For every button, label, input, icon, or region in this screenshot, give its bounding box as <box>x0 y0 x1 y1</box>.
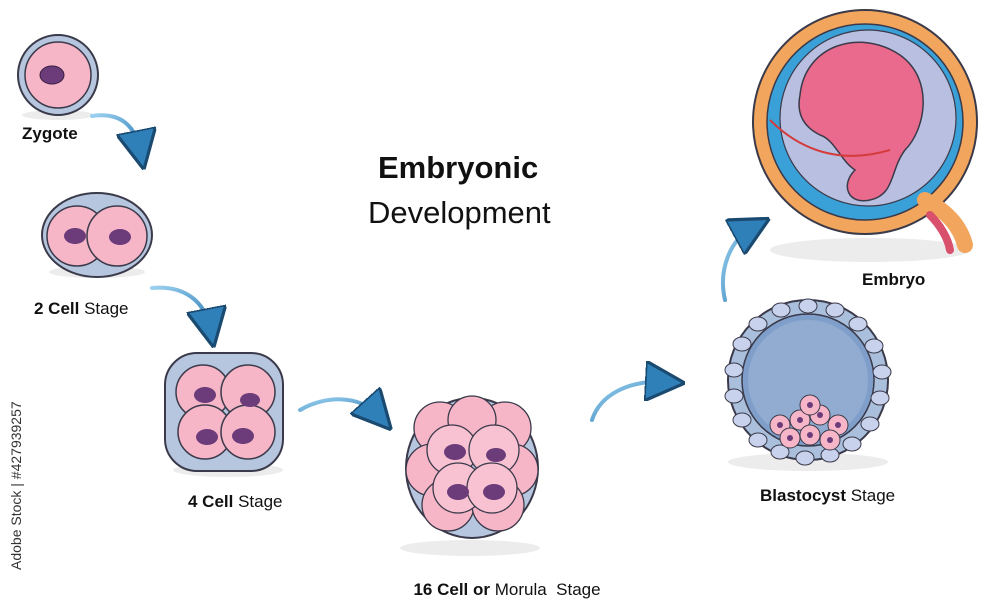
label-morula-light: Morula Stage <box>490 580 601 599</box>
two-cell-embryo <box>41 192 153 278</box>
label-blastocyst-bold: Blastocyst <box>760 486 846 505</box>
label-embryo-bold: Embryo <box>862 270 926 289</box>
label-zygote: Zygote <box>22 124 78 144</box>
blastocyst-embryo <box>724 298 892 471</box>
arrow-2cell-to-4cell <box>150 285 210 328</box>
label-zygote-bold: Zygote <box>22 124 78 143</box>
arrow-morula-to-blastocyst <box>590 382 665 422</box>
title-main: Embryonic <box>378 150 539 185</box>
zygote-cell <box>17 34 99 120</box>
progression-arrows <box>90 113 752 422</box>
label-four-cell-bold: 4 Cell <box>188 492 234 511</box>
label-blastocyst-light: Stage <box>845 486 896 505</box>
label-two-cell: 2 Cell Stage <box>34 299 129 319</box>
arrow-4cell-to-morula <box>298 399 378 415</box>
stock-watermark: Adobe Stock | #427939257 <box>8 401 24 570</box>
embryo-illustration <box>752 9 978 262</box>
label-two-cell-bold: 2 Cell <box>34 299 80 318</box>
title-sub: Development <box>368 195 551 230</box>
label-blastocyst: Blastocyst Stage <box>760 486 895 506</box>
four-cell-embryo <box>164 352 284 477</box>
label-two-cell-light: Stage <box>79 299 129 318</box>
arrow-zygote-to-2cell <box>90 113 140 150</box>
arrow-blastocyst-to-embryo <box>721 228 752 302</box>
label-embryo: Embryo <box>862 270 925 290</box>
label-four-cell-light: Stage <box>233 492 283 511</box>
morula-embryo <box>400 395 540 556</box>
label-morula-bold: 16 Cell or <box>413 580 490 599</box>
label-four-cell: 4 Cell Stage <box>188 492 283 512</box>
label-morula: 16 Cell or Morula Stage <box>404 560 601 600</box>
